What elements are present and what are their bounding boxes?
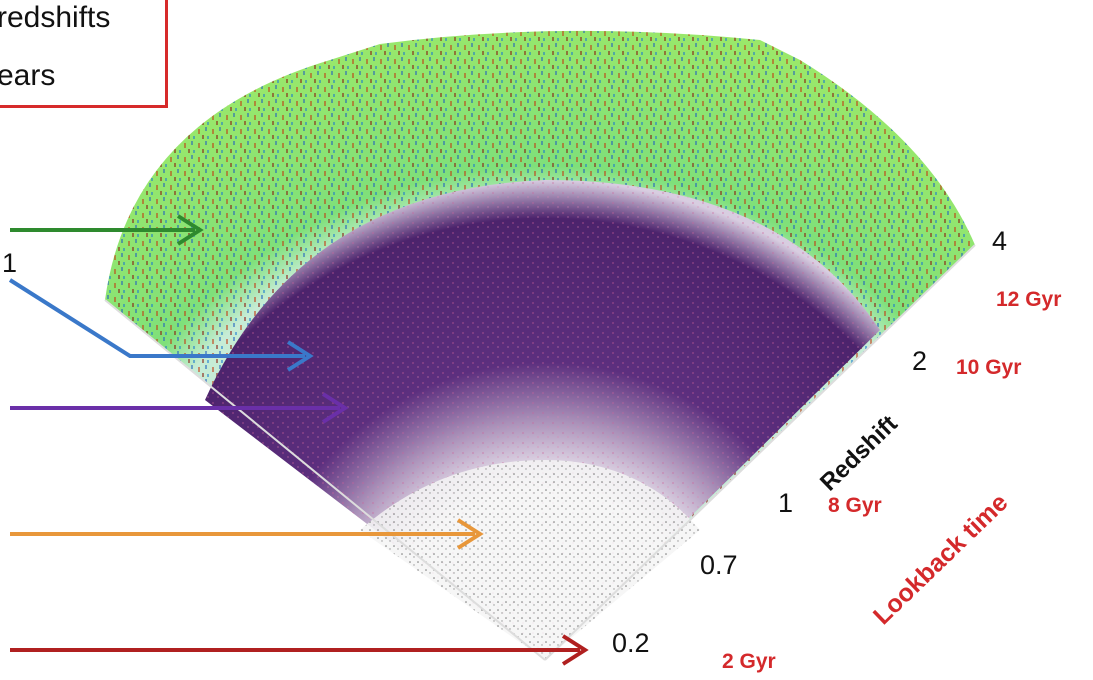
legend-box: redshifts ears [0,0,168,108]
legend-line-1-text: redshifts [0,1,111,34]
stray-tick-1: 1 [2,248,18,278]
blue-arrow [8,278,314,372]
lookback-tick-10gyr: 10 Gyr [956,356,1022,379]
legend-line-2: ears [0,59,56,92]
green-arrow [10,214,204,246]
cone-right-edge [544,244,976,661]
cone-left-edge [104,299,546,661]
middle-shell-structure [205,180,880,660]
redshift-tick-1: 1 [778,488,794,518]
lookback-tick-8gyr: 8 Gyr [828,494,882,517]
red-arrow [10,634,589,666]
lookback-tick-2gyr: 2 Gyr [722,650,776,673]
inner-core-structure [360,460,700,660]
redshift-tick-4: 4 [992,226,1008,256]
orange-arrow [10,518,484,550]
purple-arrow [10,392,349,424]
redshift-tick-0-7: 0.7 [700,550,738,580]
redshift-tick-0-2: 0.2 [612,628,650,658]
redshift-tick-2: 2 [912,346,928,376]
lookback-tick-12gyr: 12 Gyr [996,288,1062,311]
legend-line-1: redshifts [0,1,110,35]
